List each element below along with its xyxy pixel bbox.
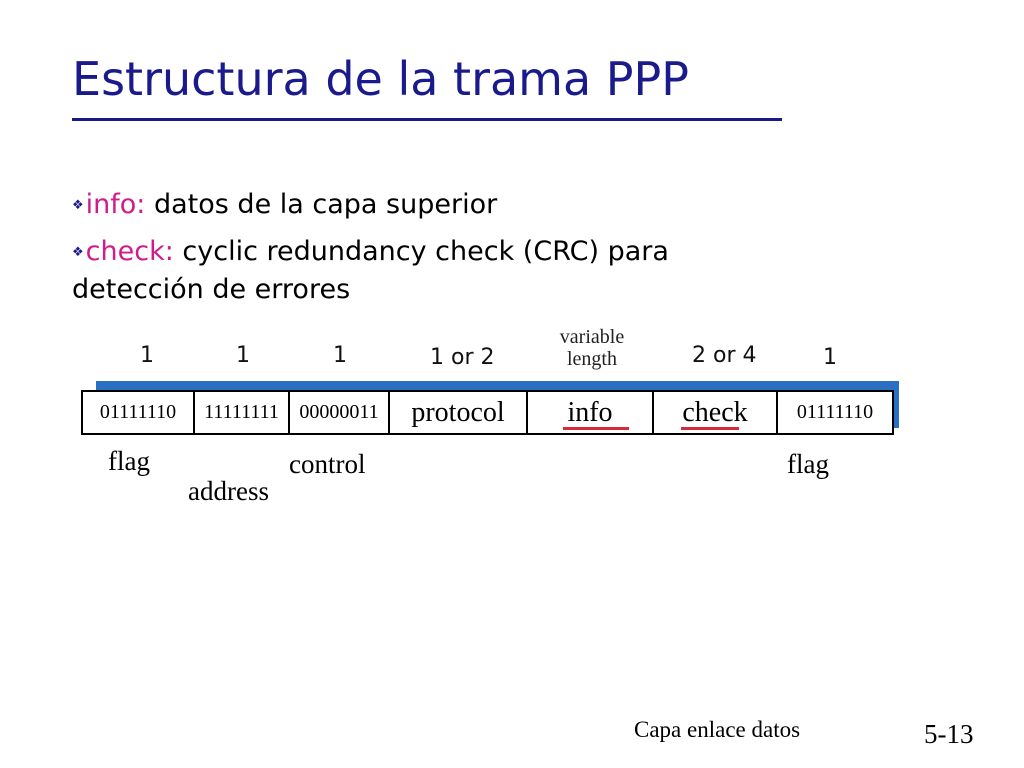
size-address: 1 xyxy=(236,343,250,368)
field-flag-end: 01111110 xyxy=(796,401,874,423)
title-underline xyxy=(72,118,782,121)
bullet-check: ❖check: cyclic redundancy check (CRC) pa… xyxy=(72,234,832,271)
size-check: 2 or 4 xyxy=(692,343,757,368)
size-flag-end: 1 xyxy=(823,345,837,370)
footer-chapter: Capa enlace datos xyxy=(634,717,801,742)
label-flag-start: flag xyxy=(108,446,150,476)
field-flag-start: 01111110 xyxy=(83,392,195,433)
bullet-term: info: xyxy=(85,189,146,220)
size-info: variable length xyxy=(542,326,642,370)
bullet-text: datos de la capa superior xyxy=(145,189,498,220)
label-address: address xyxy=(188,476,269,506)
diamond-bullet-icon: ❖ xyxy=(72,198,84,213)
bullet-continuation: detección de errores xyxy=(72,274,351,305)
check-red-underline xyxy=(681,427,739,430)
info-red-underline xyxy=(563,427,629,430)
size-flag: 1 xyxy=(140,343,154,368)
field-protocol: protocol xyxy=(390,392,528,433)
bullet-text: cyclic redundancy check (CRC) para xyxy=(173,236,669,267)
bullet-info: ❖info: datos de la capa superior xyxy=(72,187,832,224)
ppp-frame: 01111110 11111111 00000011 protocol info… xyxy=(81,390,894,435)
label-control: control xyxy=(289,449,366,479)
label-flag-end: flag xyxy=(787,449,829,479)
bullet-list: ❖info: datos de la capa superior ❖check:… xyxy=(72,187,832,309)
bullet-term: check: xyxy=(85,236,174,267)
field-control: 00000011 xyxy=(290,392,390,433)
length-word: length xyxy=(567,348,617,370)
size-protocol: 1 or 2 xyxy=(430,345,495,370)
field-info-label: info xyxy=(567,396,613,428)
field-address: 11111111 xyxy=(195,392,290,433)
footer-page-number: 5-13 xyxy=(924,719,974,749)
variable-word: variable xyxy=(559,326,625,348)
slide-title: Estructura de la trama PPP xyxy=(72,52,690,106)
diamond-bullet-icon: ❖ xyxy=(72,245,84,260)
field-check: check xyxy=(654,392,778,433)
size-control: 1 xyxy=(333,343,347,368)
field-check-label: check xyxy=(682,396,748,428)
field-info: info xyxy=(528,392,654,433)
